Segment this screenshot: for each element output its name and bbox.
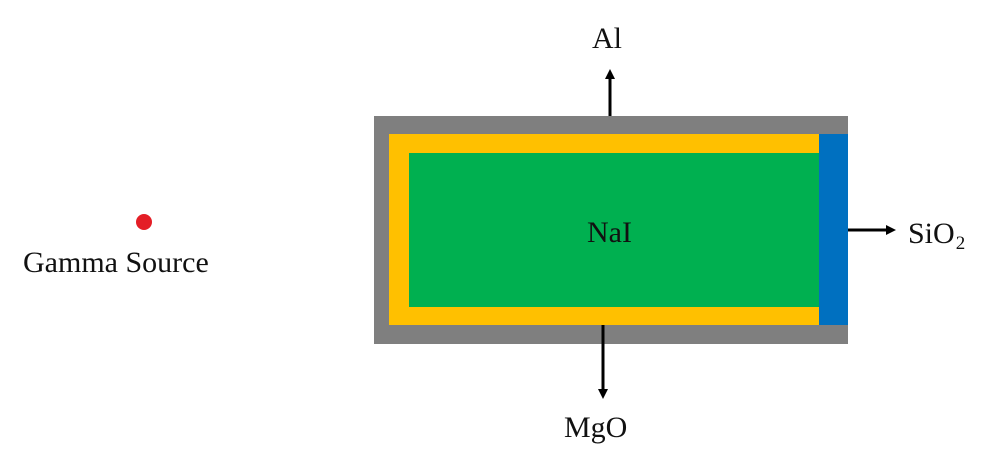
gamma-source-point [136, 214, 152, 230]
sio2-window [819, 134, 848, 325]
sio2-label: SiO2 [908, 217, 966, 254]
sio2-label-subscript: 2 [955, 233, 966, 254]
nai-crystal [409, 153, 819, 307]
sio2-label-main: SiO [908, 217, 955, 250]
gamma-source-label: Gamma Source [23, 246, 209, 279]
al-label: Al [592, 22, 622, 55]
mgo-label: MgO [564, 411, 628, 444]
nai-label: NaI [587, 216, 632, 249]
